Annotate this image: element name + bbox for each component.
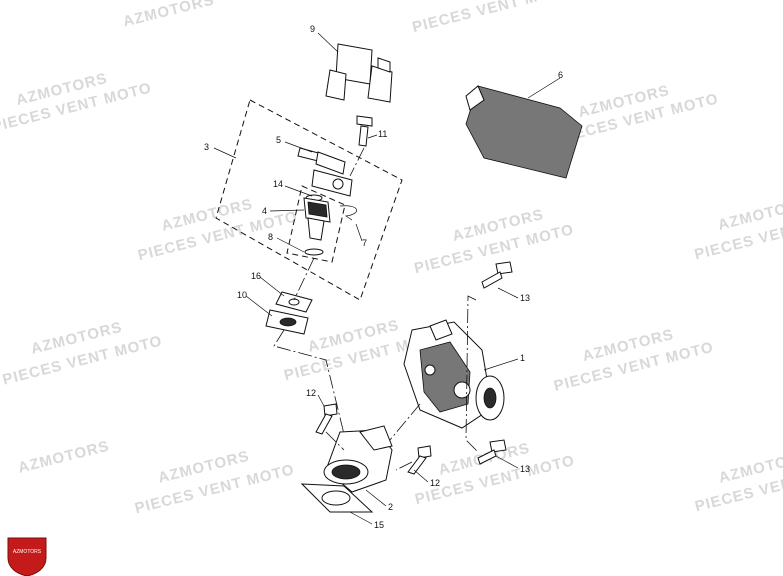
part-o-ring-8[interactable]	[304, 248, 324, 256]
part-insulator-10[interactable]	[265, 309, 309, 335]
part-bolt-13-upper[interactable]	[481, 261, 513, 289]
callout-6: 6	[558, 70, 563, 80]
callout-13-lower: 13	[520, 464, 530, 474]
callout-3: 3	[204, 142, 209, 152]
part-injector-4[interactable]	[303, 197, 331, 241]
watermark-brand: AZMOTORS	[121, 0, 216, 31]
callout-4: 4	[262, 206, 267, 216]
watermark-tagline: PIECES VENT MOTO	[411, 0, 574, 36]
azmotors-shield-logo: AZMOTORS	[7, 537, 47, 576]
callout-11: 11	[378, 129, 387, 139]
logo-text: AZMOTORS	[13, 549, 42, 555]
callout-5: 5	[276, 135, 281, 145]
part-ecu-module-6[interactable]	[465, 85, 583, 179]
part-bolt-12-left[interactable]	[315, 403, 338, 435]
part-bolt-12-right[interactable]	[407, 445, 432, 475]
injector-assembly-boundary	[215, 99, 403, 301]
callout-14: 14	[273, 179, 283, 189]
injector-subassembly-boundary	[286, 185, 346, 263]
callout-9: 9	[310, 24, 315, 34]
part-bolt-11[interactable]	[356, 115, 373, 147]
part-clip-7[interactable]	[339, 205, 357, 221]
part-connector-9[interactable]	[325, 43, 393, 103]
callout-13-upper: 13	[520, 293, 530, 303]
callout-7: 7	[362, 238, 367, 248]
callout-8: 8	[268, 232, 273, 242]
part-fuel-pipe-5[interactable]	[297, 147, 353, 197]
callout-15: 15	[374, 520, 384, 530]
part-throttle-body-1[interactable]	[403, 319, 505, 429]
callout-16: 16	[251, 271, 261, 281]
callout-1: 1	[520, 353, 525, 363]
part-intake-manifold-2[interactable]	[323, 425, 393, 493]
callout-12-left: 12	[306, 388, 316, 398]
part-gasket-16[interactable]	[275, 291, 313, 313]
part-gasket-15[interactable]	[300, 483, 374, 513]
callout-2: 2	[388, 502, 393, 512]
callout-labels: 9 6 11 5 3 14 4 7 8 16 10 13 1 12 13 12 …	[204, 24, 563, 530]
watermark-brand: AZMOTORS	[16, 438, 111, 477]
callout-10: 10	[237, 290, 247, 300]
assembly-lines	[273, 147, 479, 471]
callout-12-right: 12	[430, 478, 440, 488]
leader-lines	[213, 32, 561, 525]
